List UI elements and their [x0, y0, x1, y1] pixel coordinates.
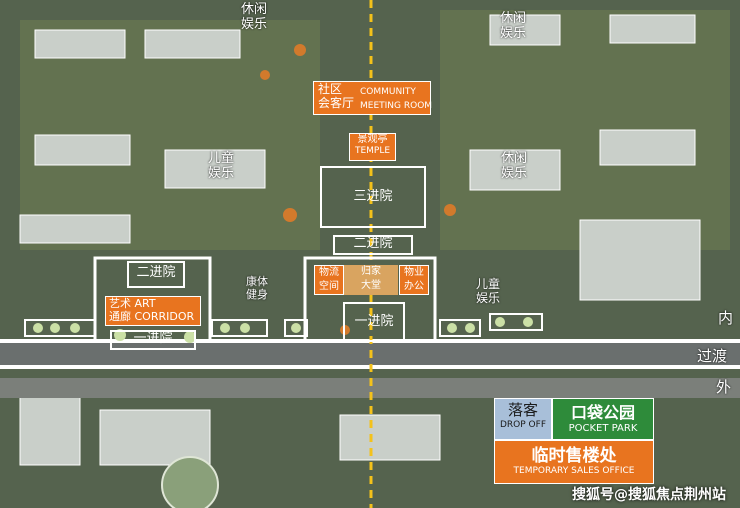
legend-pocket-zh: 口袋公园	[570, 403, 635, 422]
art-corridor-label: 艺术 ART 通廊 CORRIDOR	[105, 296, 201, 326]
third-courtyard-text: 三进院	[353, 188, 393, 204]
temple-en-text: TEMPLE	[354, 145, 391, 156]
lobby-label: 归家 大堂	[344, 265, 398, 295]
leisure-top-right-label: 休闲 娱乐	[500, 11, 527, 41]
kids-play-right-label: 儿童 娱乐	[476, 277, 501, 305]
first-courtyard-left-text: 一进院	[133, 331, 173, 346]
first-courtyard-left: 一进院	[110, 330, 196, 350]
leisure-top-left-label: 休闲 娱乐	[241, 2, 268, 32]
art-zh-text: 艺术 ART	[109, 297, 156, 310]
kids-play-top-label: 儿童 娱乐	[208, 151, 235, 181]
legend-dropoff: 落客 DROP OFF	[494, 398, 552, 440]
art-en-text: CORRIDOR	[134, 309, 195, 323]
art-zh2-text: 通廊	[109, 309, 131, 323]
legend-pocket-park: 口袋公园 POCKET PARK	[552, 398, 654, 440]
fitness-label: 康体 健身	[246, 275, 268, 301]
watermark: 搜狐号@搜狐焦点荆州站	[572, 487, 726, 503]
temple-zh-text: 景观亭	[357, 134, 388, 145]
community-en-text: COMMUNITY MEETING ROOM	[360, 87, 433, 111]
second-courtyard-center: 二进院	[333, 235, 413, 255]
community-meeting-room-label: 社区 会客厅 COMMUNITY MEETING ROOM	[313, 81, 433, 115]
legend-dropoff-en: DROP OFF	[500, 420, 546, 430]
second-courtyard-left-text: 二进院	[136, 265, 176, 280]
legend-dropoff-zh: 落客	[507, 401, 538, 419]
legend-sales-office: 临时售楼处 TEMPORARY SALES OFFICE	[494, 440, 654, 484]
logistics-label: 物流 空间	[314, 265, 344, 295]
inner-zone-label: 内	[718, 309, 734, 327]
second-courtyard-left: 二进院	[127, 261, 185, 288]
temple-label: 景观亭 TEMPLE	[349, 133, 396, 161]
legend-sales-en: TEMPORARY SALES OFFICE	[513, 466, 635, 476]
third-courtyard: 三进院	[320, 166, 426, 228]
first-courtyard-text: 一进院	[354, 313, 394, 329]
building-blocks	[19, 14, 701, 466]
second-courtyard-center-text: 二进院	[353, 236, 393, 251]
leisure-right-label: 休闲 娱乐	[501, 151, 528, 181]
legend-sales-zh: 临时售楼处	[531, 446, 617, 466]
property-office-label: 物业 办公	[399, 265, 429, 295]
transition-zone-label: 过渡	[697, 347, 728, 365]
community-zh-text: 社区 会客厅	[318, 82, 355, 110]
outer-zone-label: 外	[716, 378, 732, 396]
first-courtyard: 一进院	[343, 302, 405, 342]
legend-pocket-en: POCKET PARK	[568, 423, 638, 434]
